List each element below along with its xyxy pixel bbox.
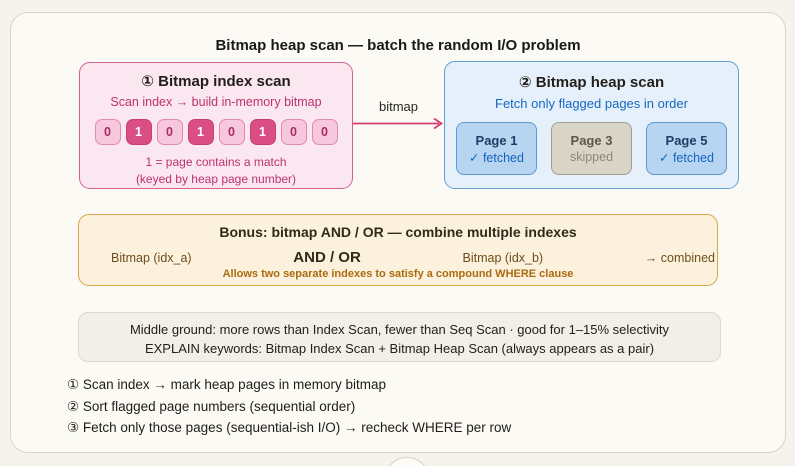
bonus-row: Bitmap (idx_a) AND / OR Bitmap (idx_b) →… (79, 249, 717, 266)
page-card-name: Page 1 (475, 132, 518, 148)
bitmap-cells-row: 0 1 0 1 0 1 0 0 (80, 119, 352, 145)
bitmap-flow-connector: bitmap (353, 99, 444, 133)
bonus-bitmap-a: Bitmap (idx_a) (111, 250, 192, 265)
page-title: Bitmap heap scan — batch the random I/O … (215, 37, 581, 54)
diagram-card: Bitmap heap scan — batch the random I/O … (10, 12, 786, 453)
bitmap-heap-scan-title: ② Bitmap heap scan (518, 74, 665, 91)
bitmap-index-scan-box: ① Bitmap index scan Scan index → build i… (79, 62, 353, 189)
bitmap-cell: 1 (125, 119, 152, 145)
bitmap-heap-scan-box: ② Bitmap heap scan Fetch only flagged pa… (444, 61, 739, 189)
next-button-peek[interactable] (384, 457, 430, 466)
page-card-skipped: Page 3 skipped (551, 122, 632, 175)
connector-label: bitmap (378, 99, 419, 114)
step-1: ① Scan index → mark heap pages in memory… (67, 377, 386, 392)
summary-line-1: Middle ground: more rows than Index Scan… (129, 322, 670, 337)
bitmap-index-scan-title: ① Bitmap index scan (141, 73, 291, 90)
page-cards-row: Page 1 ✓ fetched Page 3 skipped Page 5 ✓… (445, 122, 738, 175)
step-2: ② Sort flagged page numbers (sequential … (67, 398, 356, 414)
bitmap-caption-line1: 1 = page contains a match (145, 155, 287, 169)
bonus-combined: → combined (644, 250, 715, 265)
bitmap-caption-line2: (keyed by heap page number) (135, 172, 297, 186)
bitmap-cell: 0 (280, 119, 307, 145)
summary-box: Middle ground: more rows than Index Scan… (78, 312, 721, 362)
bonus-box: Bonus: bitmap AND / OR — combine multipl… (78, 214, 718, 286)
page-card-name: Page 3 (570, 133, 613, 148)
steps-list: ① Scan index → mark heap pages in memory… (67, 374, 511, 439)
step-3: ③ Fetch only those pages (sequential-ish… (67, 420, 512, 435)
bitmap-cell: 0 (218, 119, 245, 145)
arrow-right-icon (353, 117, 444, 130)
bitmap-cell: 1 (249, 119, 276, 145)
bitmap-index-scan-subtitle: Scan index → build in-memory bitmap (110, 95, 322, 109)
bitmap-cell: 1 (187, 119, 214, 145)
bonus-operator: AND / OR (293, 249, 361, 266)
page-card-status: ✓ fetched (659, 150, 714, 165)
bitmap-cell: 0 (311, 119, 338, 145)
page-card-fetched: Page 1 ✓ fetched (456, 122, 537, 175)
page-card-fetched: Page 5 ✓ fetched (646, 122, 727, 175)
bonus-caption: Allows two separate indexes to satisfy a… (222, 268, 574, 280)
page-card-name: Page 5 (665, 132, 708, 148)
bitmap-cell: 0 (156, 119, 183, 145)
summary-line-2: EXPLAIN keywords: Bitmap Index Scan + Bi… (144, 341, 655, 356)
page-card-status: skipped (569, 150, 614, 164)
page-card-status: ✓ fetched (469, 150, 524, 165)
bitmap-cell: 0 (94, 119, 121, 145)
bonus-bitmap-b: Bitmap (idx_b) (462, 250, 544, 265)
bonus-title: Bonus: bitmap AND / OR — combine multipl… (219, 224, 577, 240)
bitmap-heap-scan-subtitle: Fetch only flagged pages in order (495, 96, 688, 111)
